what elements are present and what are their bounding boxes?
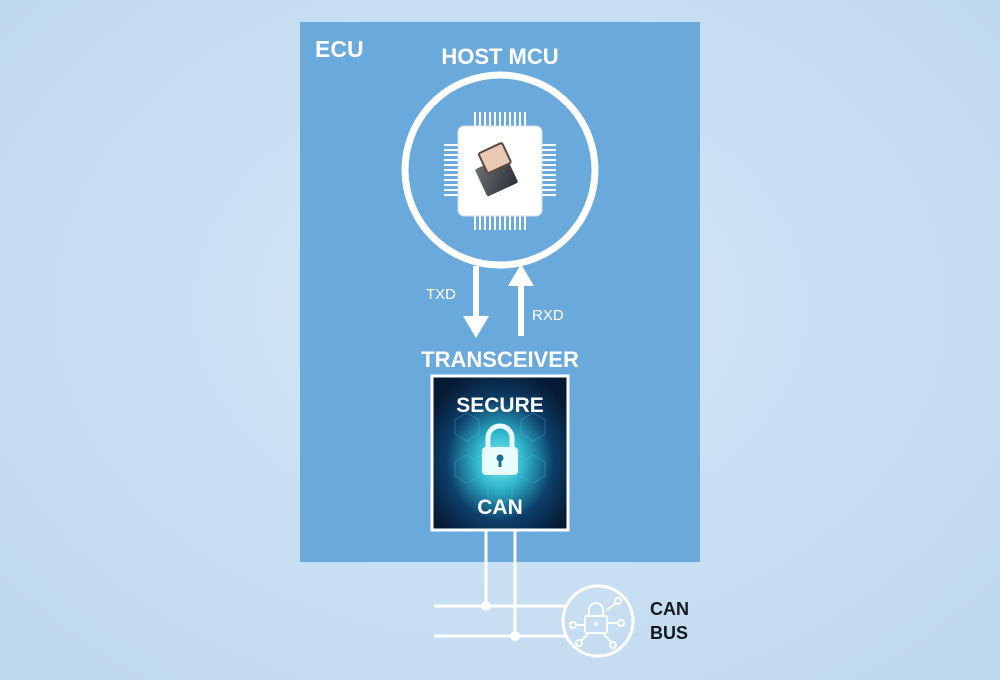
mcu-chip-icon [444,112,556,230]
host-mcu-ring [401,71,599,269]
network-lock-icon [561,584,635,658]
host-mcu-label: HOST MCU [441,44,558,69]
can-bus-label-line2: BUS [650,623,688,643]
can-label: CAN [477,496,523,519]
secure-label: SECURE [456,394,544,417]
bus-junction-low [510,631,520,641]
can-bus-label-line1: CAN [650,599,689,619]
can-bus-wiring [434,531,566,638]
bus-junction-high [481,601,491,611]
ecu-label: ECU [315,36,364,62]
txd-arrow [463,266,489,338]
transceiver-label: TRANSCEIVER [421,347,579,372]
rxd-label: RXD [532,307,564,324]
txd-label: TXD [426,286,456,303]
padlock-icon [482,423,518,475]
rxd-arrow [508,264,534,336]
